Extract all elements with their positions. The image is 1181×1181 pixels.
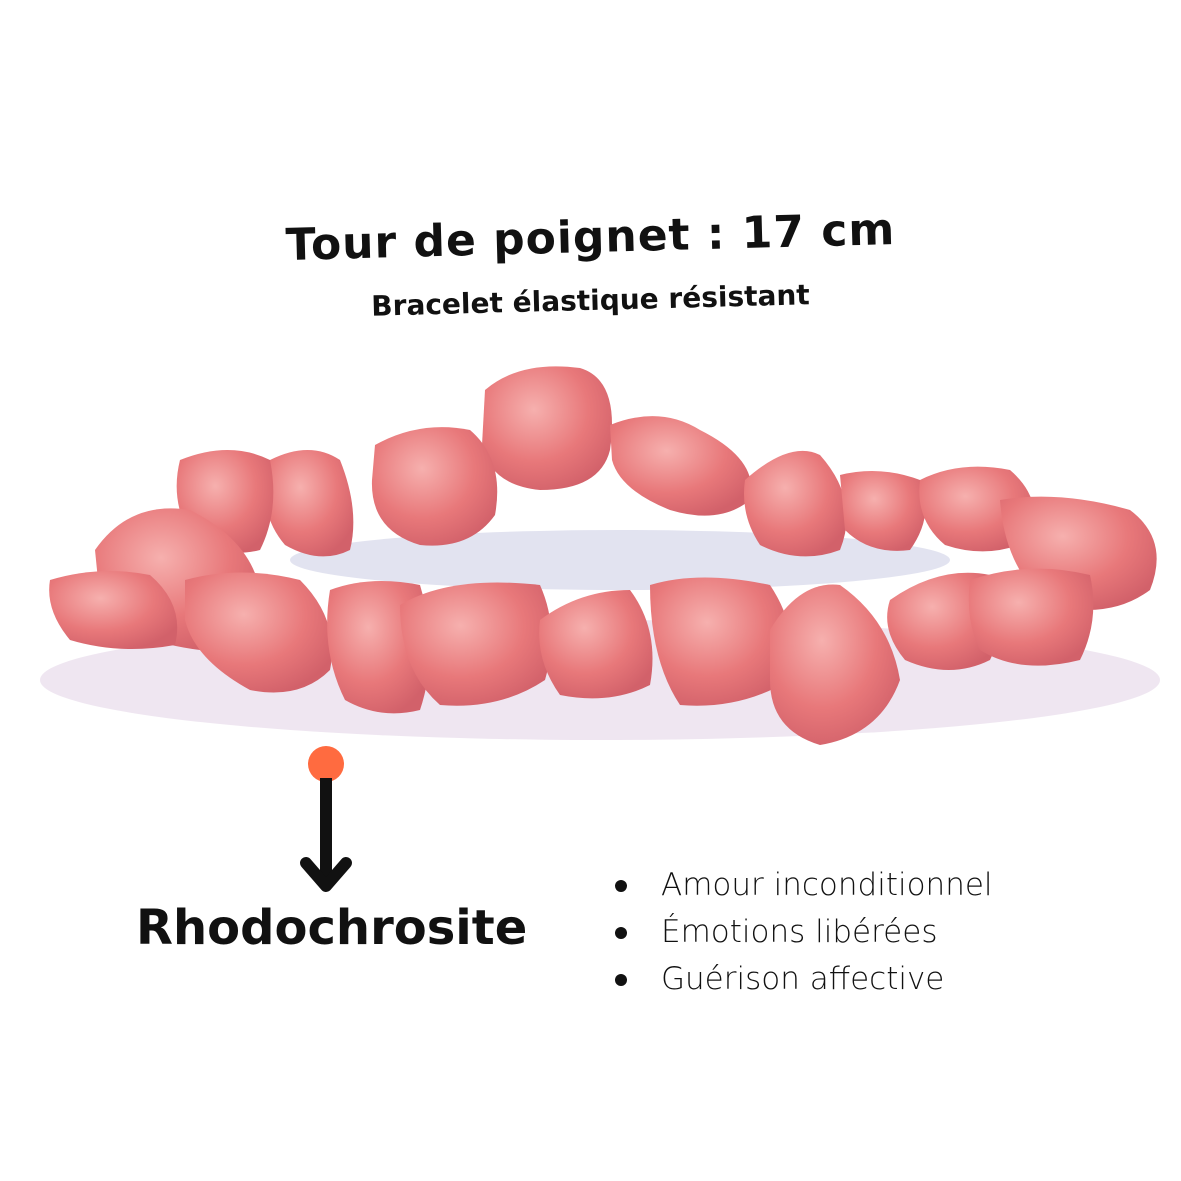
bullet-icon xyxy=(615,879,627,892)
list-item: Amour inconditionnel xyxy=(615,862,993,909)
bullet-icon xyxy=(615,973,627,986)
subtitle: Bracelet élastique résistant xyxy=(370,278,811,323)
list-item: Émotions libérées xyxy=(615,909,993,956)
marker-dot xyxy=(308,746,344,782)
arrow-down-icon xyxy=(300,778,352,892)
stone-name: Rhodochrosite xyxy=(136,900,528,956)
title: Tour de poignet : 17 cm xyxy=(285,204,896,271)
properties-list: Amour inconditionnel Émotions libérées G… xyxy=(615,862,993,1003)
bracelet-image xyxy=(40,366,1160,745)
list-item: Guérison affective xyxy=(615,956,993,1003)
bullet-icon xyxy=(615,926,627,939)
